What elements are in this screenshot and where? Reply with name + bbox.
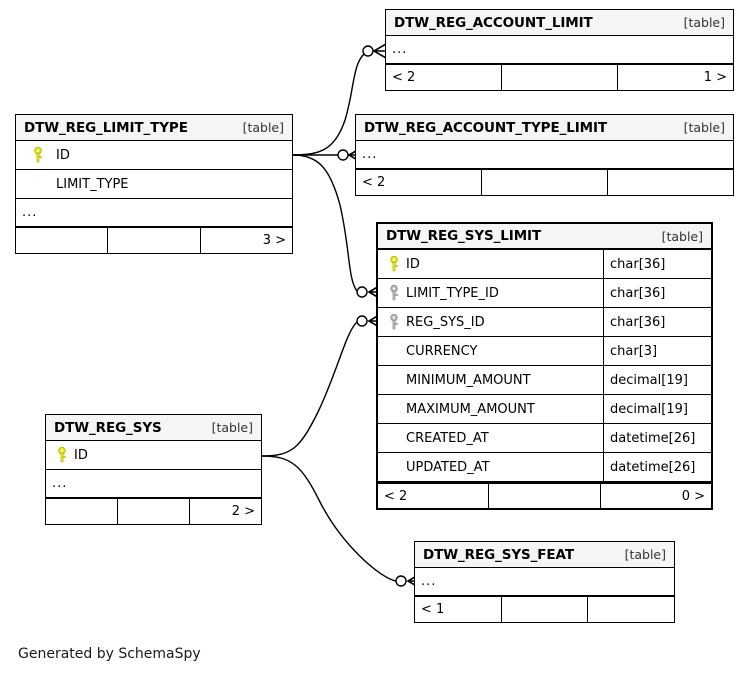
column-type: datetime[26] — [603, 453, 711, 481]
column-type: decimal[19] — [603, 366, 711, 394]
table-row[interactable]: CREATED_AT datetime[26] — [378, 424, 711, 453]
table-header: DTW_REG_SYS [table] — [46, 415, 261, 441]
table-type-tag: [table] — [242, 120, 284, 135]
table-header: DTW_REG_SYS_FEAT [table] — [415, 542, 674, 568]
column-type: char[36] — [603, 308, 711, 336]
table-footer: < 2 1 > — [386, 64, 733, 90]
column-name: CURRENCY — [406, 343, 478, 359]
footer-incoming-relations: < 2 — [362, 175, 386, 190]
table-row[interactable]: CURRENCY char[3] — [378, 337, 711, 366]
table-collapsed-columns-indicator: ... — [386, 36, 733, 64]
table-title: DTW_REG_SYS — [54, 419, 162, 436]
edge-cardinality-circle — [395, 575, 407, 587]
table-row[interactable]: ID — [16, 141, 292, 170]
column-type: char[36] — [603, 250, 711, 278]
table-title: DTW_REG_SYS_LIMIT — [386, 228, 542, 244]
table-footer: < 1 — [415, 596, 674, 622]
table-title: DTW_REG_SYS_FEAT — [423, 546, 574, 563]
primary-key-icon — [384, 256, 404, 272]
column-name: ID — [74, 447, 88, 463]
footer-incoming-relations: < 2 — [384, 488, 408, 504]
edge-cardinality-circle — [356, 315, 368, 327]
column-name: REG_SYS_ID — [406, 314, 485, 330]
table-type-tag: [table] — [661, 228, 703, 244]
table-row[interactable]: REG_SYS_ID char[36] — [378, 308, 711, 337]
column-type: char[3] — [603, 337, 711, 365]
foreign-key-icon — [384, 285, 404, 301]
column-name: CREATED_AT — [406, 430, 489, 446]
table-footer: < 2 — [356, 169, 733, 195]
column-name: MAXIMUM_AMOUNT — [406, 401, 535, 417]
table-collapsed-columns-indicator: ... — [46, 470, 261, 498]
primary-key-icon — [22, 147, 54, 163]
table-dtw-reg-sys[interactable]: DTW_REG_SYS [table] ID ... 2 > — [45, 414, 262, 525]
table-footer: 2 > — [46, 498, 261, 524]
column-type: datetime[26] — [603, 424, 711, 452]
footer-outgoing-relations: 3 > — [199, 228, 292, 253]
footer-outgoing-relations — [587, 597, 674, 622]
edge-cardinality-circle — [337, 149, 349, 161]
table-dtw-reg-sys-limit[interactable]: DTW_REG_SYS_LIMIT [table] ID char[36] — [376, 222, 713, 510]
edge-limit-type-to-sys-limit — [292, 154, 358, 292]
column-type: decimal[19] — [603, 395, 711, 423]
column-name: LIMIT_TYPE — [56, 176, 129, 192]
edge-reg-sys-to-sys-limit — [261, 321, 358, 457]
foreign-key-icon — [384, 314, 404, 330]
column-name: ID — [406, 256, 420, 272]
table-title: DTW_REG_LIMIT_TYPE — [24, 119, 188, 136]
table-title: DTW_REG_ACCOUNT_LIMIT — [394, 14, 593, 31]
table-row[interactable]: MINIMUM_AMOUNT decimal[19] — [378, 366, 711, 395]
table-row[interactable]: LIMIT_TYPE_ID char[36] — [378, 279, 711, 308]
edge-cardinality-circle — [362, 45, 374, 57]
table-row[interactable]: ID — [46, 441, 261, 470]
footer-middle — [107, 228, 199, 253]
table-header: DTW_REG_SYS_LIMIT [table] — [378, 224, 711, 250]
column-name: UPDATED_AT — [406, 459, 490, 475]
table-type-tag: [table] — [624, 547, 666, 562]
table-footer: < 2 0 > — [378, 482, 711, 508]
footer-outgoing-relations: 0 > — [599, 484, 711, 508]
footer-outgoing-relations — [607, 170, 733, 195]
generator-credit: Generated by SchemaSpy — [18, 646, 201, 662]
footer-incoming-relations — [16, 228, 107, 253]
table-type-tag: [table] — [683, 120, 725, 135]
table-type-tag: [table] — [211, 420, 253, 435]
table-dtw-reg-account-limit[interactable]: DTW_REG_ACCOUNT_LIMIT [table] ... < 2 1 … — [385, 9, 734, 91]
table-header: DTW_REG_ACCOUNT_TYPE_LIMIT [table] — [356, 115, 733, 141]
table-collapsed-columns-indicator: ... — [356, 141, 733, 169]
footer-middle — [481, 170, 607, 195]
primary-key-icon — [52, 447, 72, 463]
footer-middle — [488, 484, 599, 508]
table-dtw-reg-limit-type[interactable]: DTW_REG_LIMIT_TYPE [table] ID LIMI — [15, 114, 293, 254]
column-type: char[36] — [603, 279, 711, 307]
footer-outgoing-relations: 1 > — [617, 65, 733, 90]
table-header: DTW_REG_ACCOUNT_LIMIT [table] — [386, 10, 733, 36]
footer-incoming-relations: < 1 — [421, 602, 445, 617]
table-collapsed-columns-indicator: ... — [16, 199, 292, 227]
table-collapsed-columns-indicator: ... — [415, 568, 674, 596]
table-row[interactable]: UPDATED_AT datetime[26] — [378, 453, 711, 482]
table-row[interactable]: ID char[36] — [378, 250, 711, 279]
footer-middle — [117, 499, 189, 524]
table-header: DTW_REG_LIMIT_TYPE [table] — [16, 115, 292, 141]
column-name: LIMIT_TYPE_ID — [406, 285, 499, 301]
footer-middle — [501, 65, 617, 90]
edge-cardinality-circle — [356, 286, 368, 298]
footer-outgoing-relations: 2 > — [189, 499, 261, 524]
table-footer: 3 > — [16, 227, 292, 253]
table-row[interactable]: MAXIMUM_AMOUNT decimal[19] — [378, 395, 711, 424]
table-type-tag: [table] — [683, 15, 725, 30]
table-dtw-reg-sys-feat[interactable]: DTW_REG_SYS_FEAT [table] ... < 1 — [414, 541, 675, 623]
footer-middle — [500, 597, 588, 622]
column-name: MINIMUM_AMOUNT — [406, 372, 531, 388]
column-name: ID — [56, 147, 70, 163]
table-row[interactable]: LIMIT_TYPE — [16, 170, 292, 199]
footer-incoming-relations: < 2 — [392, 70, 416, 85]
table-dtw-reg-account-type-limit[interactable]: DTW_REG_ACCOUNT_TYPE_LIMIT [table] ... <… — [355, 114, 734, 196]
table-title: DTW_REG_ACCOUNT_TYPE_LIMIT — [364, 119, 608, 136]
footer-incoming-relations — [46, 499, 117, 524]
